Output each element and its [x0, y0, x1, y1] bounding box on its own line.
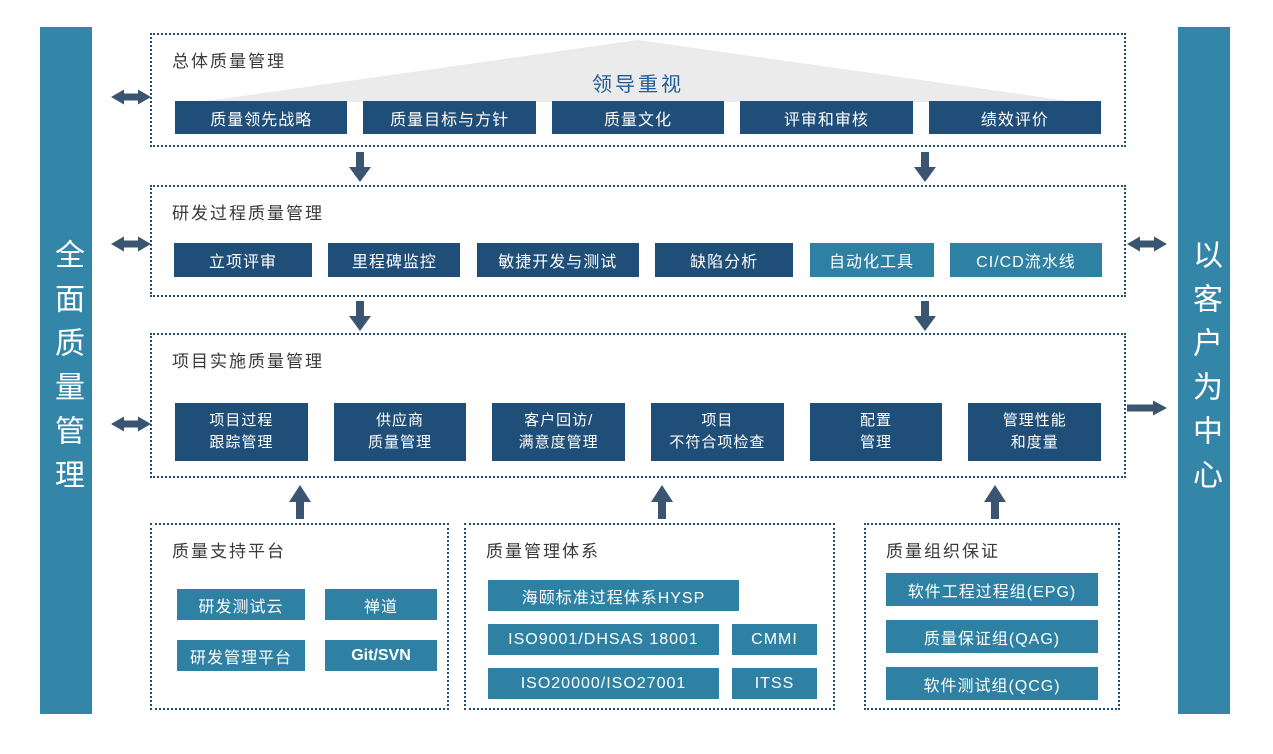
chip-project-process-tracking: 项目过程 跟踪管理 [175, 403, 308, 461]
chip-git-svn: Git/SVN [325, 640, 437, 671]
chip-line1: 项目 [701, 411, 734, 429]
rnd-items-row: 立项评审 里程碑监控 敏捷开发与测试 缺陷分析 自动化工具 CI/CD流水线 [174, 243, 1102, 277]
up-arrow-icon [651, 485, 673, 519]
chip-agile-dev-testing: 敏捷开发与测试 [476, 243, 639, 277]
platform-items-grid: 研发测试云 禅道 研发管理平台 Git/SVN [177, 589, 437, 671]
leadership-triangle [200, 40, 1076, 102]
right-arrow-icon [1127, 400, 1167, 416]
chip-iso20000-iso27001: ISO20000/ISO27001 [488, 668, 719, 699]
right-banner-label: 以客户为中心 [1188, 238, 1221, 503]
double-arrow-icon [111, 416, 151, 432]
chip-line1: 客户回访/ [524, 411, 594, 429]
section-project-title: 项目实施质量管理 [172, 352, 324, 371]
chip-epg-group: 软件工程过程组(EPG) [886, 573, 1098, 606]
section-project-implementation-quality: 项目实施质量管理 项目过程 跟踪管理 供应商 质量管理 客户回访/ 满意度管理 … [150, 333, 1126, 478]
chip-cicd-pipeline: CI/CD流水线 [949, 243, 1102, 277]
section-overall-title: 总体质量管理 [172, 52, 286, 71]
chip-line1: 项目过程 [209, 411, 274, 429]
chip-quality-leading-strategy: 质量领先战略 [175, 101, 348, 134]
chip-rnd-test-cloud: 研发测试云 [177, 589, 305, 620]
section-quality-management-system: 质量管理体系 海颐标准过程体系HYSP ISO9001/DHSAS 18001 … [464, 523, 835, 710]
chip-supplier-quality: 供应商 质量管理 [333, 403, 467, 461]
chip-quality-goals-policy: 质量目标与方针 [363, 101, 536, 134]
chip-qcg-group: 软件测试组(QCG) [886, 667, 1098, 700]
chip-customer-visit-satisfaction: 客户回访/ 满意度管理 [492, 403, 626, 461]
left-banner-total-quality: 全面质量管理 [40, 27, 92, 714]
chip-configuration-management: 配置 管理 [809, 403, 943, 461]
section-rnd-title: 研发过程质量管理 [172, 204, 324, 223]
leadership-banner-label: 领导重视 [592, 74, 684, 96]
chip-hysp-standard-process: 海颐标准过程体系HYSP [488, 580, 739, 611]
chip-milestone-monitoring: 里程碑监控 [328, 243, 461, 277]
chip-quality-culture: 质量文化 [551, 101, 725, 134]
left-banner-label: 全面质量管理 [50, 238, 83, 503]
chip-automation-tools: 自动化工具 [809, 243, 934, 277]
section-platform-title: 质量支持平台 [172, 542, 286, 561]
section-quality-support-platform: 质量支持平台 研发测试云 禅道 研发管理平台 Git/SVN [150, 523, 449, 710]
section-system-title: 质量管理体系 [486, 542, 600, 561]
section-rnd-process-quality: 研发过程质量管理 立项评审 里程碑监控 敏捷开发与测试 缺陷分析 自动化工具 C… [150, 185, 1126, 297]
double-arrow-icon [1127, 236, 1167, 252]
chip-cmmi: CMMI [732, 624, 817, 655]
chip-rnd-management-platform: 研发管理平台 [177, 640, 305, 671]
chip-performance-evaluation: 绩效评价 [928, 101, 1102, 134]
overall-items-row: 质量领先战略 质量目标与方针 质量文化 评审和审核 绩效评价 [175, 101, 1102, 134]
section-quality-organization: 质量组织保证 软件工程过程组(EPG) 质量保证组(QAG) 软件测试组(QCG… [864, 523, 1120, 710]
down-arrow-icon [349, 152, 371, 182]
chip-line1: 供应商 [376, 411, 425, 429]
double-arrow-icon [111, 236, 151, 252]
chip-performance-measurement: 管理性能 和度量 [968, 403, 1102, 461]
up-arrow-icon [289, 485, 311, 519]
chip-line2: 满意度管理 [518, 434, 599, 451]
chip-line2: 质量管理 [368, 434, 433, 451]
chip-iso9001-dhsas18001: ISO9001/DHSAS 18001 [488, 624, 719, 655]
chip-line1: 管理性能 [1002, 411, 1067, 429]
section-overall-quality: 领导重视 总体质量管理 质量领先战略 质量目标与方针 质量文化 评审和审核 绩效… [150, 33, 1126, 147]
section-organization-title: 质量组织保证 [886, 542, 1000, 561]
chip-defect-analysis: 缺陷分析 [655, 243, 794, 277]
chip-project-approval-review: 立项评审 [174, 243, 312, 277]
right-banner-customer-centric: 以客户为中心 [1178, 27, 1230, 714]
chip-review-audit: 评审和审核 [740, 101, 913, 134]
chip-qag-group: 质量保证组(QAG) [886, 620, 1098, 653]
double-arrow-icon [111, 89, 151, 105]
project-items-row: 项目过程 跟踪管理 供应商 质量管理 客户回访/ 满意度管理 项目 不符合项检查… [175, 403, 1102, 461]
down-arrow-icon [914, 301, 936, 331]
chip-line2: 管理 [860, 434, 893, 451]
down-arrow-icon [914, 152, 936, 182]
chip-line2: 跟踪管理 [209, 434, 274, 451]
chip-zentao: 禅道 [325, 589, 437, 620]
up-arrow-icon [984, 485, 1006, 519]
chip-line2: 和度量 [1010, 434, 1059, 451]
chip-nonconformity-check: 项目 不符合项检查 [651, 403, 784, 461]
chip-itss: ITSS [732, 668, 817, 699]
chip-line2: 不符合项检查 [669, 434, 766, 451]
chip-line1: 配置 [860, 411, 893, 429]
down-arrow-icon [349, 301, 371, 331]
